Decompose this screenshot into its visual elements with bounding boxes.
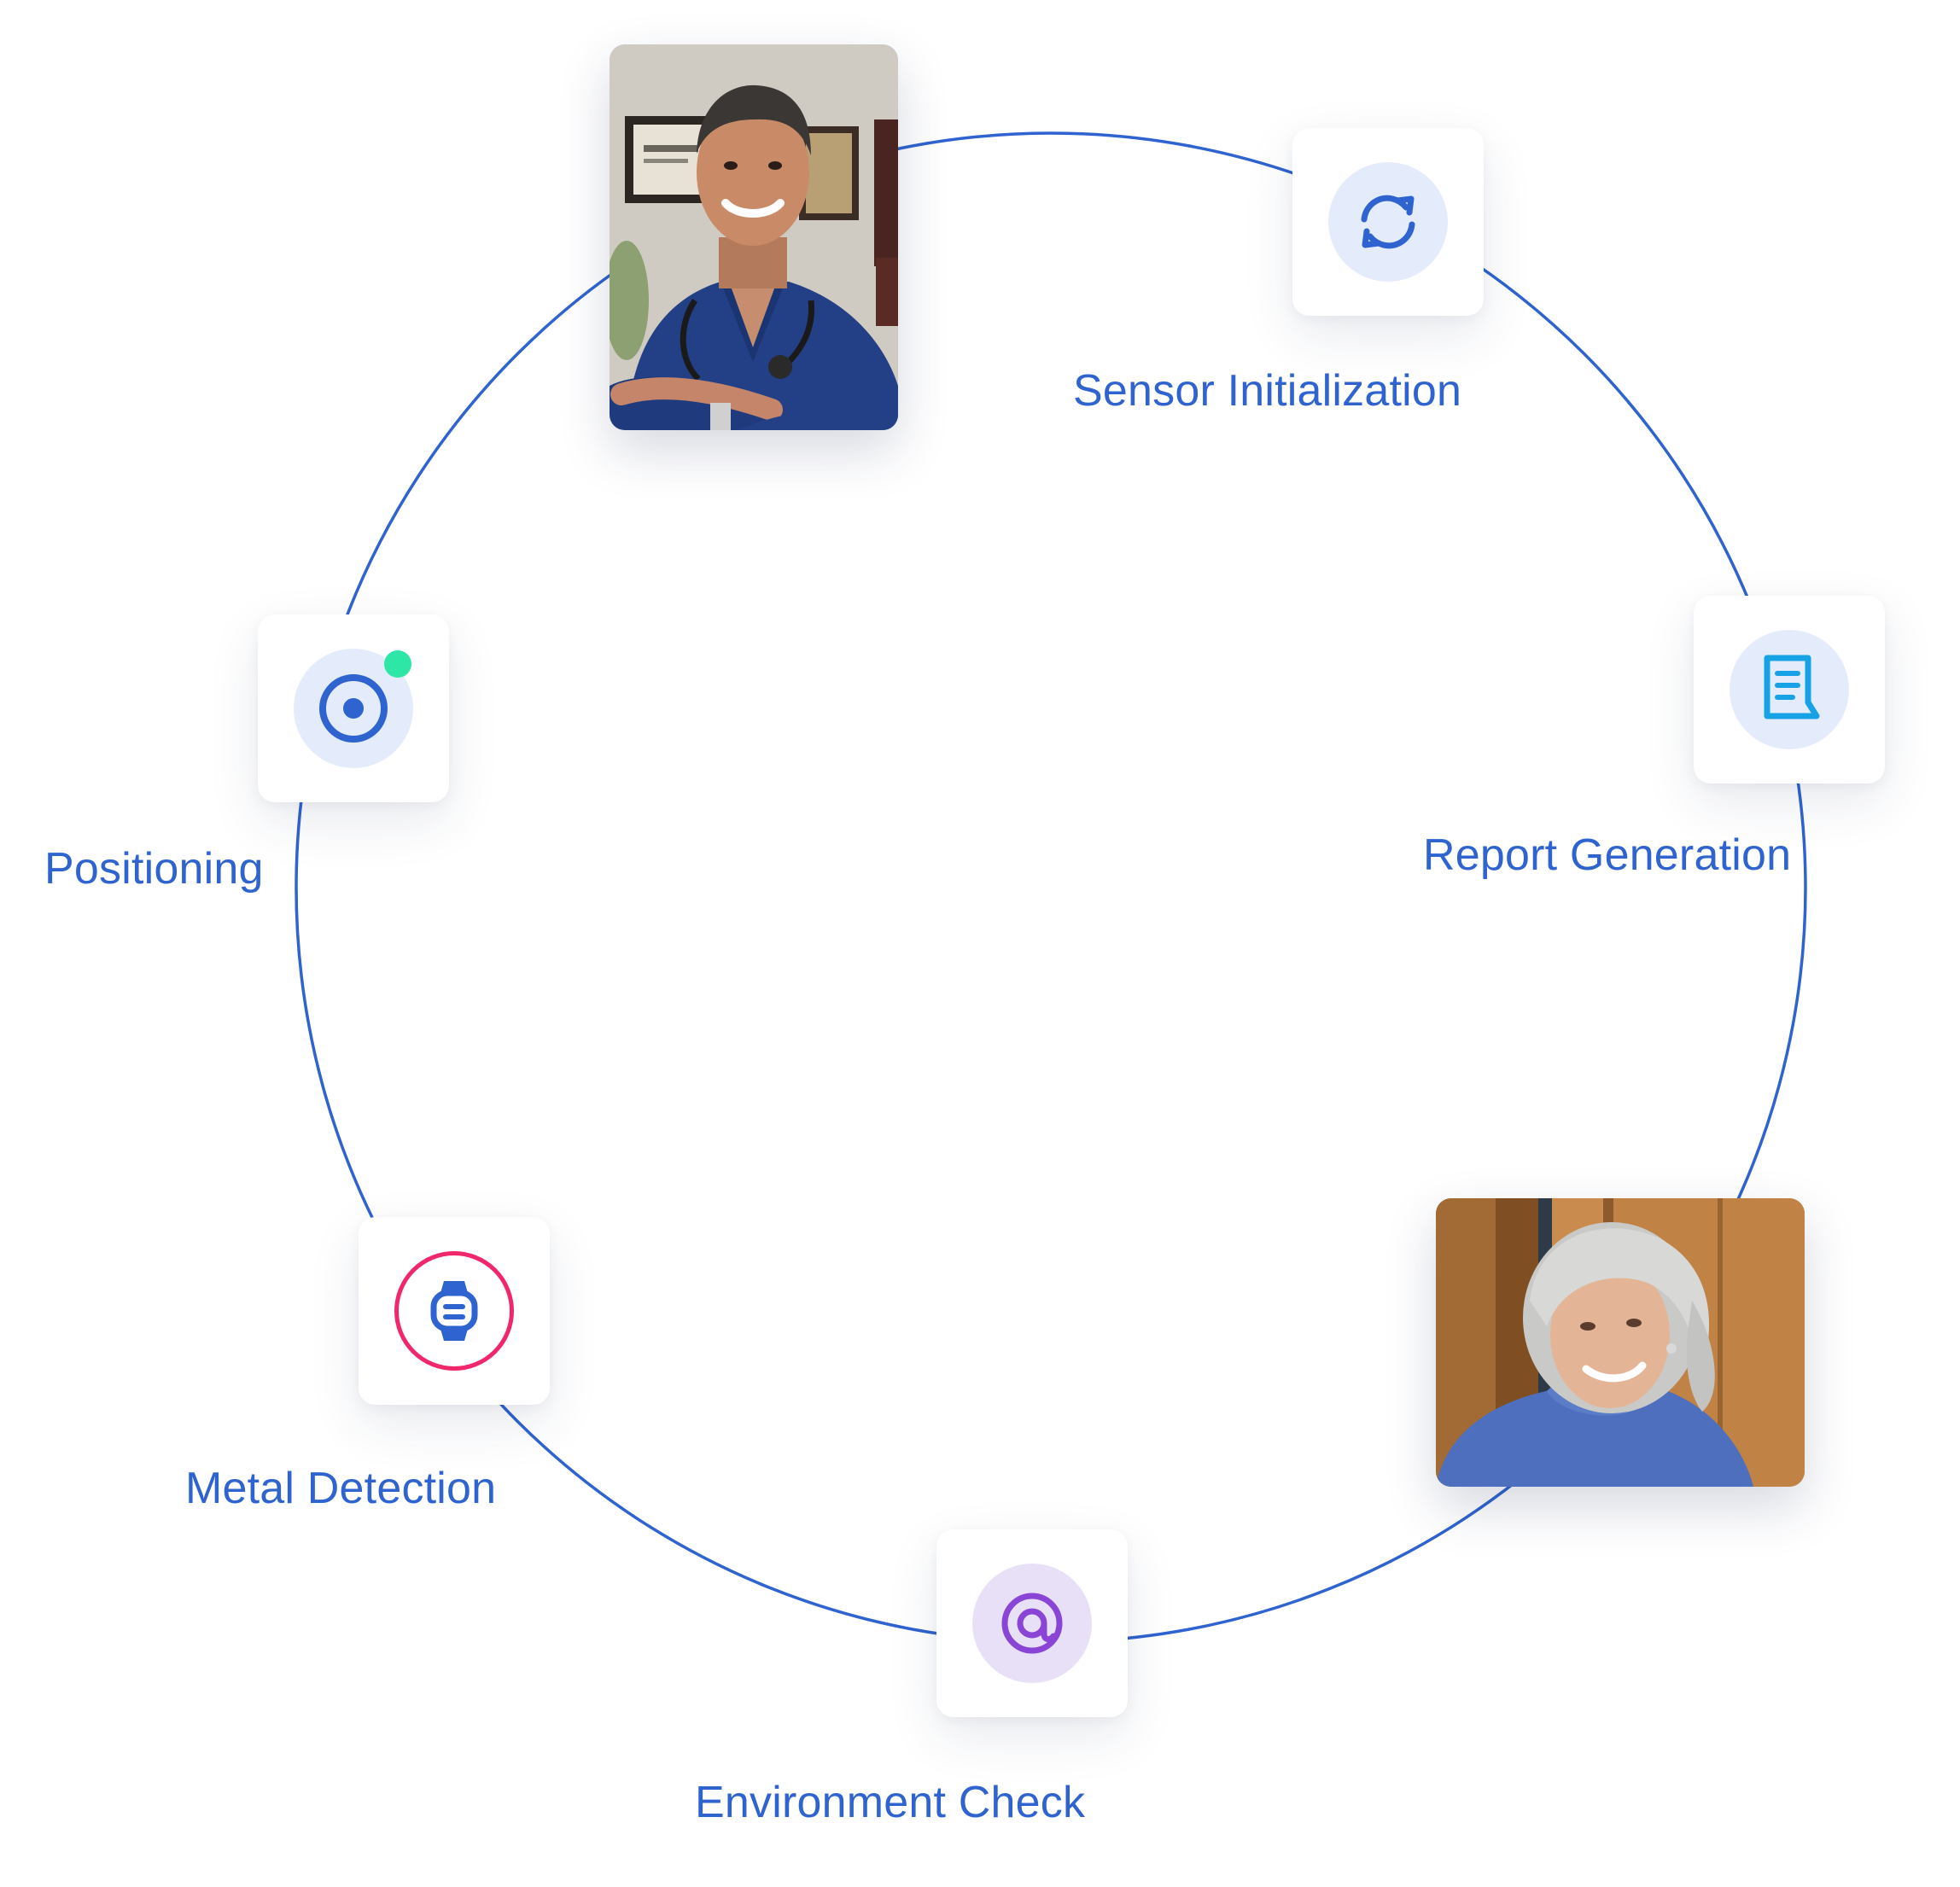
watch-icon (430, 1281, 478, 1341)
report-generation-card[interactable] (1694, 596, 1885, 783)
positioning-label: Positioning (44, 844, 264, 894)
patient-photo (1436, 1198, 1805, 1487)
refresh-icon (1361, 195, 1415, 249)
target-icon-badge (294, 649, 413, 768)
metal-detection-card[interactable] (359, 1217, 550, 1405)
refresh-icon-badge (1328, 162, 1448, 282)
report-generation-label: Report Generation (1423, 830, 1792, 880)
status-dot (384, 650, 411, 678)
at-sign-icon-badge (972, 1564, 1092, 1683)
watch-icon-badge (394, 1251, 514, 1371)
target-icon (319, 674, 388, 743)
doctor-photo (610, 44, 898, 430)
document-icon-badge (1730, 630, 1849, 749)
positioning-card[interactable] (258, 614, 449, 802)
environment-check-label: Environment Check (695, 1778, 1086, 1827)
at-sign-icon (1001, 1593, 1063, 1654)
sensor-initialization-card[interactable] (1292, 128, 1484, 316)
environment-check-card[interactable] (936, 1529, 1128, 1717)
metal-detection-label: Metal Detection (185, 1464, 497, 1513)
document-icon (1764, 655, 1820, 719)
sensor-initialization-label: Sensor Initialization (1073, 366, 1462, 416)
